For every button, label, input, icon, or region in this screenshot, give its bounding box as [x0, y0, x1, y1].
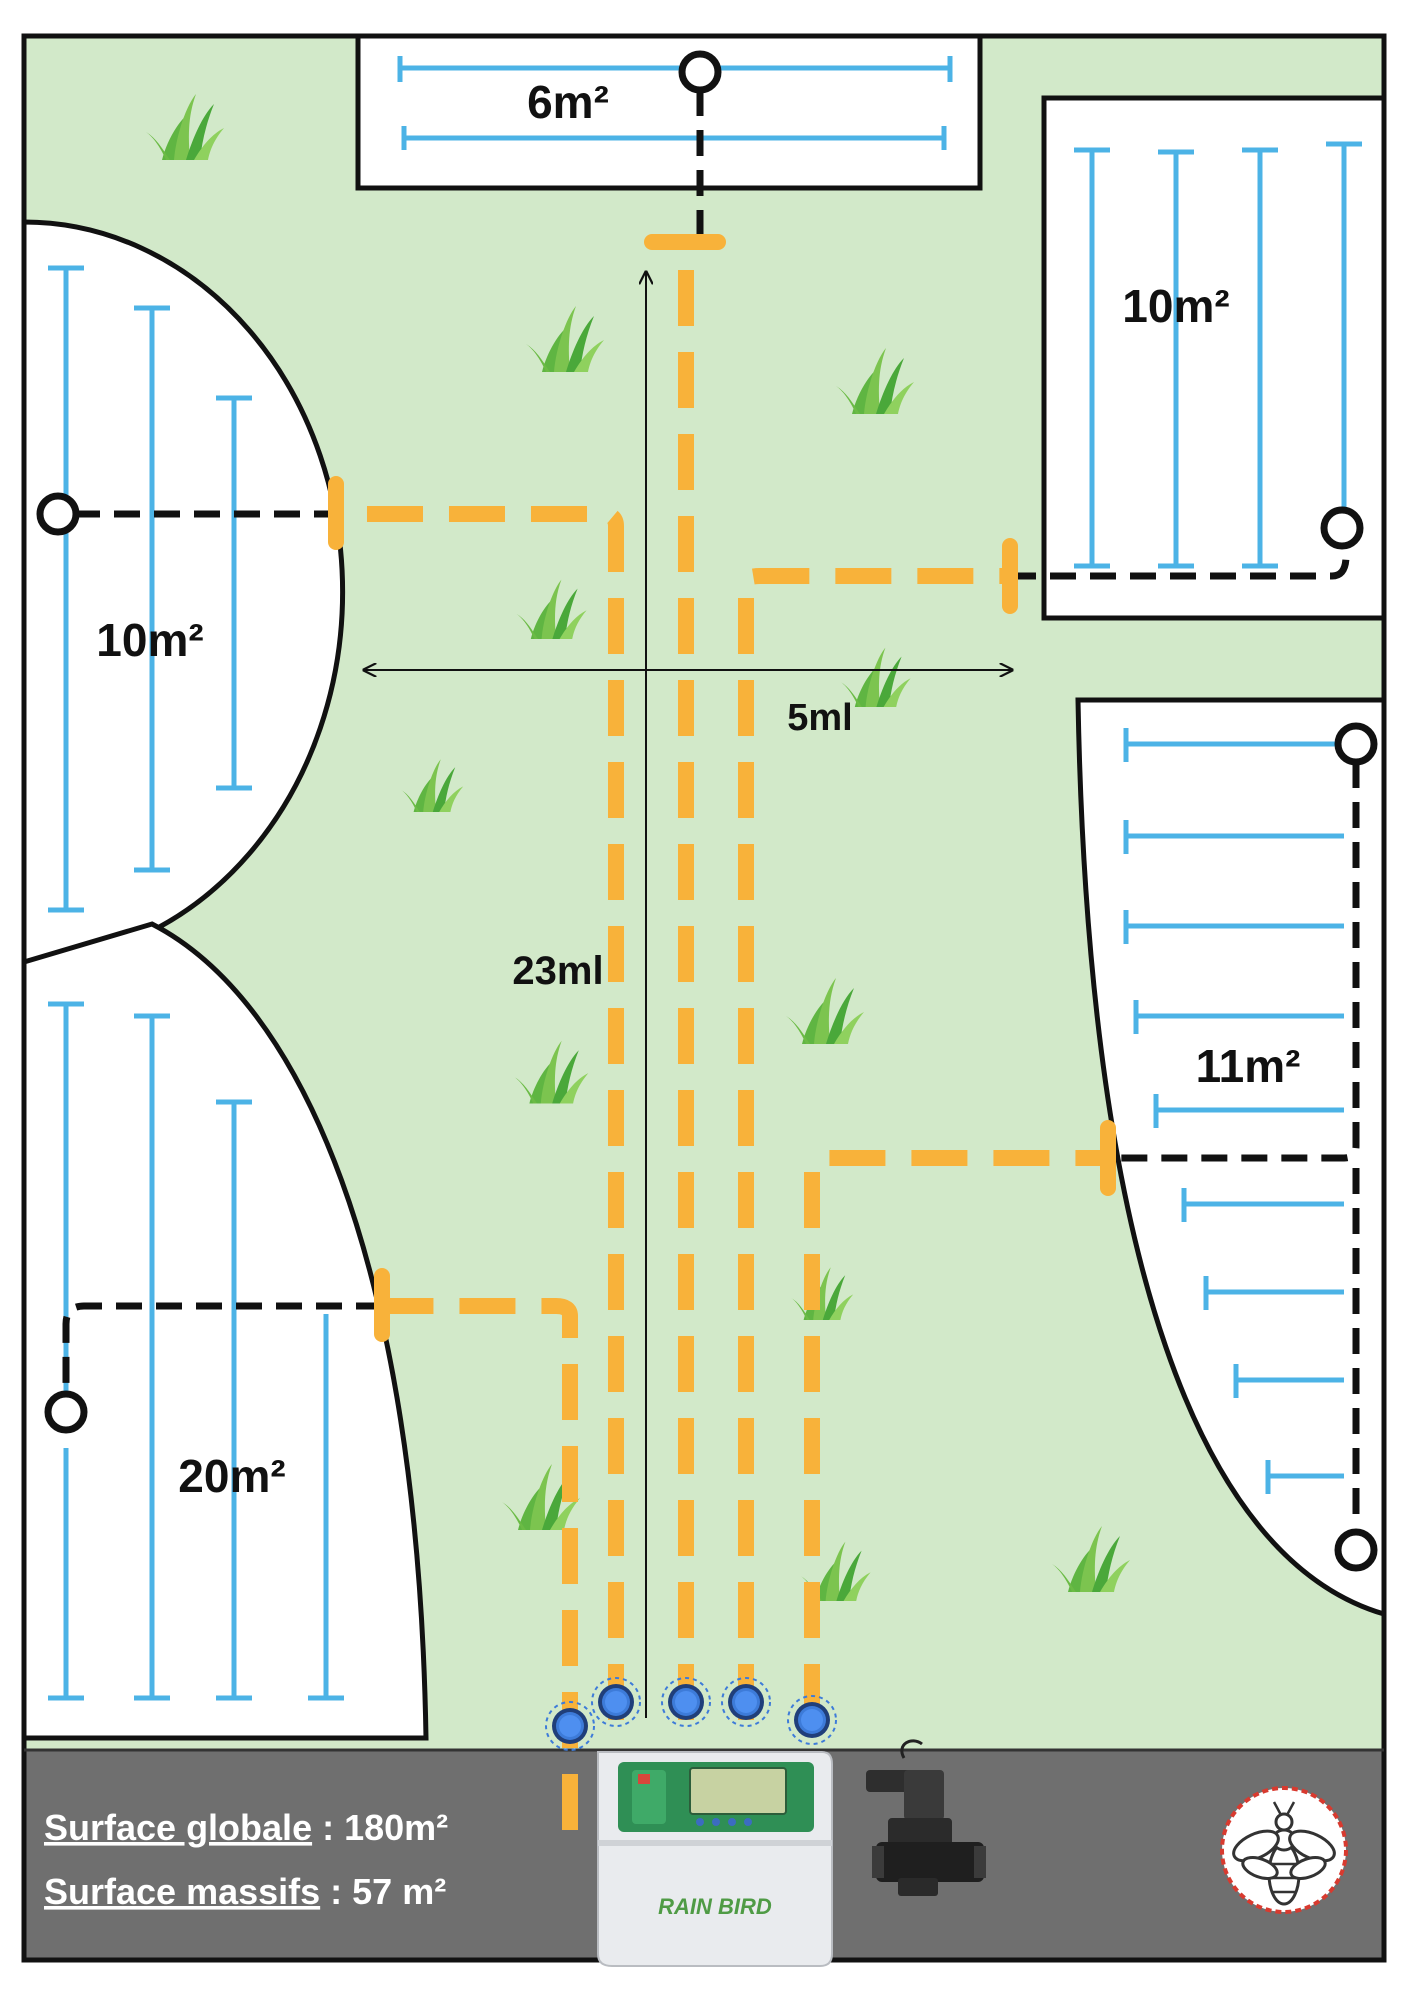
bed-left-top [21, 219, 346, 965]
legend-global-value: : 180m² [312, 1807, 448, 1848]
legend-beds-label: Surface massifs [44, 1871, 320, 1912]
end-cap [1320, 506, 1364, 550]
line-ends [36, 50, 1378, 1572]
legend-beds-surface: Surface massifs : 57 m² [44, 1871, 446, 1912]
legend-global-surface: Surface globale : 180m² [44, 1807, 448, 1848]
label-horizontal-length: 5ml [787, 697, 852, 739]
solenoid-valve-icon [866, 1739, 986, 1896]
controller-brand-label: RAIN BIRD [658, 1894, 772, 1919]
end-cap [678, 50, 722, 94]
bed-top [355, 33, 983, 191]
end-cap [1334, 1528, 1378, 1572]
feeder-lines [62, 90, 1360, 1520]
dimension-lines [364, 272, 1012, 1718]
label-vertical-length: 23ml [512, 949, 603, 993]
label-right-bed-area: 11m² [1196, 1040, 1301, 1092]
end-cap [1334, 722, 1378, 766]
bee-logo-icon [1220, 1786, 1348, 1914]
controller-icon: RAIN BIRD [597, 1751, 833, 1967]
end-cap [44, 1390, 88, 1434]
supply-pipes [336, 252, 1108, 1830]
end-cap [36, 492, 80, 536]
label-left-bottom-bed-area: 20m² [178, 1450, 285, 1502]
pipe-tees [328, 234, 1116, 1342]
label-right-top-bed-area: 10m² [1122, 280, 1229, 332]
legend-beds-value: : 57 m² [320, 1871, 446, 1912]
label-top-bed-area: 6m² [527, 76, 609, 128]
legend-global-label: Surface globale [44, 1807, 312, 1848]
label-left-top-bed-area: 10m² [96, 614, 203, 666]
